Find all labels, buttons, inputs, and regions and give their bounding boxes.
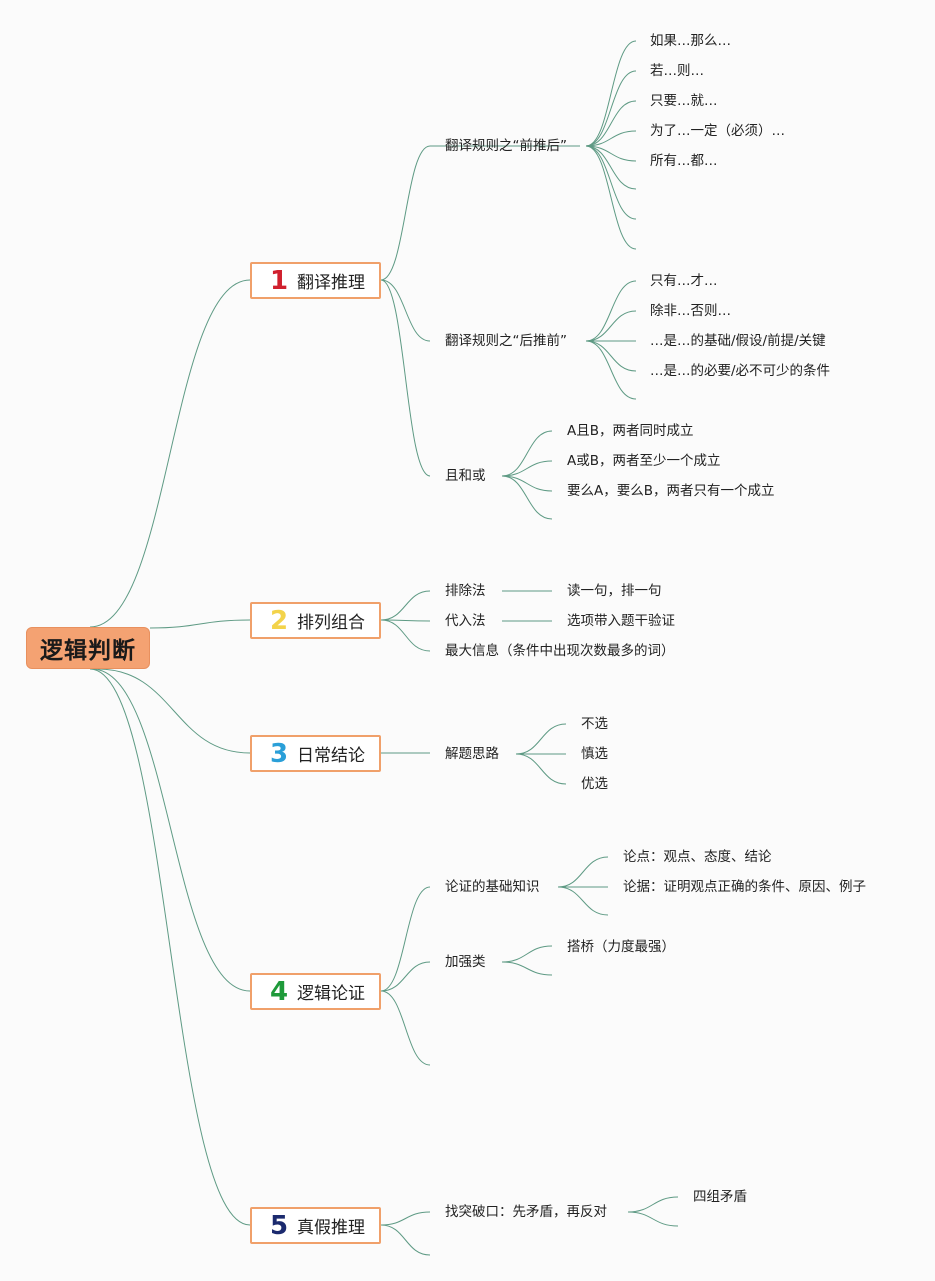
leaf-label[interactable]: 选项带入题干验证 (567, 613, 675, 629)
leaf-label[interactable]: A且B，两者同时成立 (567, 423, 694, 439)
root-edge (97, 668, 251, 754)
branch-edge (380, 145, 431, 281)
leaf-edge (501, 961, 553, 976)
leaf-edge (557, 886, 609, 916)
leaf-edge (627, 1196, 679, 1213)
leaf-edge (585, 340, 637, 372)
leaf-label[interactable]: A或B，两者至少一个成立 (567, 453, 721, 469)
branch-edge (380, 1211, 431, 1226)
branch-permutation[interactable]: 2 排列组合 (250, 602, 381, 639)
number-1-icon: 1 (269, 265, 289, 296)
root-node[interactable]: 逻辑判断 (26, 627, 150, 669)
leaf-edge (585, 145, 637, 220)
leaf-edge (557, 856, 609, 888)
leaf-label[interactable]: …是…的必要/必不可少的条件 (650, 363, 831, 379)
subtopic-label[interactable]: 找突破口：先矛盾，再反对 (445, 1204, 607, 1220)
leaf-label[interactable]: 为了…一定（必须）… (650, 123, 785, 139)
leaf-edge (501, 430, 553, 477)
branch-edge (380, 1224, 431, 1256)
leaf-edge (585, 145, 637, 162)
subtopic-label[interactable]: 代入法 (445, 613, 486, 629)
number-5-icon: 5 (269, 1210, 289, 1241)
subtopic-label[interactable]: 论证的基础知识 (445, 879, 540, 895)
root-edge (149, 619, 251, 629)
branch-edge (380, 886, 431, 992)
branch-label: 真假推理 (297, 1218, 365, 1238)
subtopic-label[interactable]: 加强类 (445, 954, 486, 970)
branch-label: 逻辑论证 (297, 984, 365, 1004)
leaf-edge (515, 753, 567, 785)
leaf-label[interactable]: 要么A，要么B，两者只有一个成立 (567, 483, 775, 499)
root-label: 逻辑判断 (40, 638, 136, 664)
leaf-edge (585, 100, 637, 147)
leaf-label[interactable]: 四组矛盾 (693, 1189, 747, 1205)
leaf-label[interactable]: 搭桥（力度最强） (567, 939, 675, 955)
number-4-icon: 4 (269, 976, 289, 1007)
branch-true-false-reasoning[interactable]: 5 真假推理 (250, 1207, 381, 1244)
subtopic-label[interactable]: 最大信息（条件中出现次数最多的词） (445, 643, 675, 659)
branch-edge (380, 619, 431, 652)
branch-edge (380, 619, 431, 622)
root-edge (89, 668, 251, 1226)
leaf-label[interactable]: 论点：观点、态度、结论 (623, 849, 772, 865)
leaf-label[interactable]: 论据：证明观点正确的条件、原因、例子 (623, 879, 866, 895)
number-3-icon: 3 (269, 738, 289, 769)
branch-edge (380, 961, 431, 992)
leaf-edge (585, 280, 637, 342)
leaf-edge (627, 1211, 679, 1227)
branch-label: 日常结论 (297, 746, 365, 766)
leaf-label[interactable]: 慎选 (581, 746, 608, 762)
branch-logical-argument[interactable]: 4 逻辑论证 (250, 973, 381, 1010)
leaf-label[interactable]: 只要…就… (650, 93, 718, 109)
leaf-label[interactable]: 如果…那么… (650, 33, 731, 49)
branch-edge (380, 990, 431, 1066)
subtopic-label[interactable]: 翻译规则之“后推前” (445, 333, 567, 349)
leaf-label[interactable]: 除非…否则… (650, 303, 731, 319)
number-2-icon: 2 (269, 605, 289, 636)
branch-edge (380, 279, 431, 477)
root-edge (91, 668, 251, 992)
subtopic-label[interactable]: 解题思路 (445, 746, 499, 762)
leaf-edge (585, 340, 637, 400)
subtopic-label[interactable]: 排除法 (445, 583, 486, 599)
leaf-edge (501, 475, 553, 492)
branch-daily-conclusion[interactable]: 3 日常结论 (250, 735, 381, 772)
branch-edge (380, 279, 431, 342)
root-edge (89, 279, 251, 628)
leaf-edge (585, 130, 637, 147)
leaf-label[interactable]: …是…的基础/假设/前提/关键 (650, 333, 826, 349)
leaf-edge (585, 145, 637, 190)
leaf-label[interactable]: 只有…才… (650, 273, 718, 289)
branch-label: 排列组合 (297, 613, 365, 633)
leaf-label[interactable]: 优选 (581, 776, 608, 792)
subtopic-label[interactable]: 且和或 (445, 468, 486, 484)
leaf-label[interactable]: 若…则… (650, 63, 704, 79)
leaf-edge (585, 40, 637, 147)
leaf-edge (501, 475, 553, 520)
branch-edge (380, 590, 431, 621)
leaf-label[interactable]: 所有…都… (650, 153, 718, 169)
leaf-edge (501, 460, 553, 477)
leaf-label[interactable]: 不选 (581, 716, 608, 732)
leaf-edge (585, 145, 637, 250)
branch-translation-reasoning[interactable]: 1 翻译推理 (250, 262, 381, 299)
leaf-edge (515, 723, 567, 755)
leaf-edge (501, 945, 553, 963)
branch-label: 翻译推理 (297, 273, 365, 293)
subtopic-label[interactable]: 翻译规则之“前推后” (445, 138, 567, 154)
leaf-edge (585, 310, 637, 342)
leaf-edge (585, 70, 637, 147)
leaf-label[interactable]: 读一句，排一句 (567, 583, 662, 599)
